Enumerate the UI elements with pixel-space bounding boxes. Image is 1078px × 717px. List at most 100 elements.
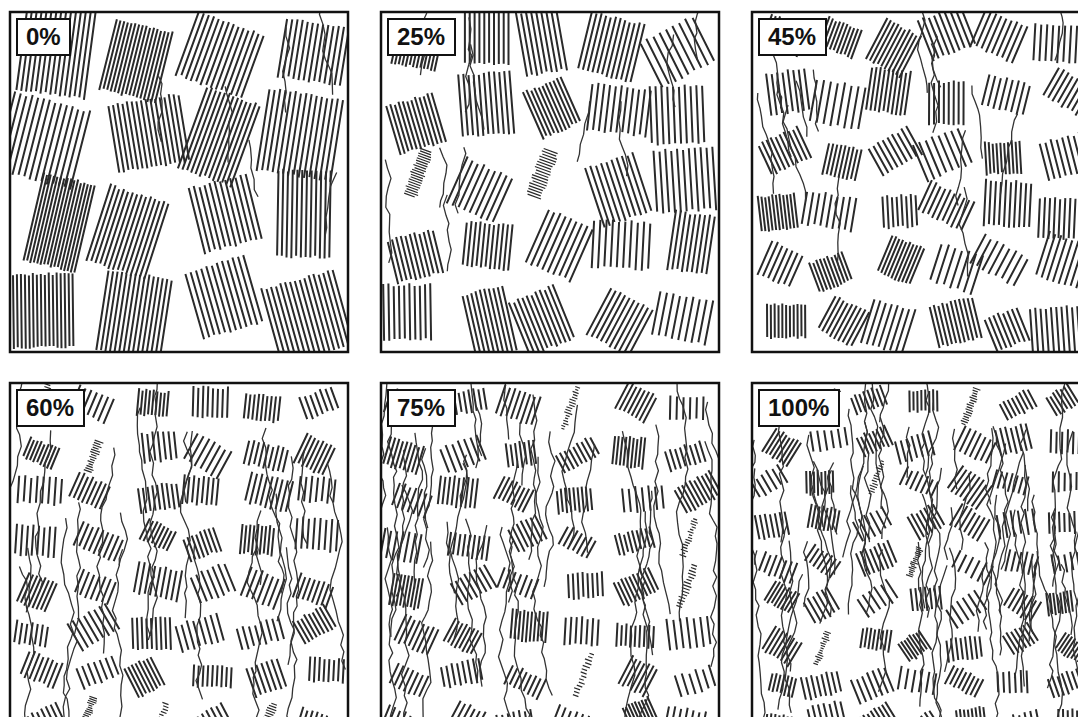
lamella-stack — [856, 540, 897, 577]
lamella-stack — [568, 571, 603, 600]
tie-chain — [783, 105, 806, 201]
tie-chain — [328, 464, 346, 669]
lamella-stack — [587, 83, 651, 138]
lamella-stack — [244, 393, 281, 423]
lamella-stack — [954, 426, 996, 464]
lamella-stack — [930, 298, 982, 348]
lamella-stack — [898, 666, 937, 695]
tie-chain — [276, 494, 287, 622]
tie-chain — [520, 423, 526, 486]
tie-chain — [158, 76, 162, 142]
tie-chain — [1013, 510, 1026, 678]
lamella-stack — [564, 616, 598, 646]
lamella-stack — [961, 388, 981, 425]
lamella-stack — [450, 701, 485, 717]
lamella-stack — [108, 94, 189, 173]
lamella-stack — [189, 174, 262, 254]
tie-chain — [147, 383, 158, 636]
tie-chain — [447, 522, 455, 594]
panel-content — [381, 12, 716, 352]
lamella-stack — [16, 12, 96, 100]
tie-chain — [61, 518, 74, 717]
lamella-stack — [67, 604, 119, 652]
lamella-stack — [13, 272, 73, 349]
lamella-stack — [612, 436, 645, 470]
tie-chain — [619, 101, 628, 176]
tie-chain — [443, 195, 451, 271]
lamella-stack — [96, 271, 171, 352]
tie-chain — [667, 35, 675, 108]
panel-frame — [381, 383, 719, 717]
lamella-stack — [882, 194, 917, 229]
lamella-stack — [178, 88, 260, 188]
lamella-stack — [241, 567, 285, 610]
lamella-stack — [1000, 390, 1037, 421]
lamella-stack — [440, 435, 486, 472]
lamella-stack — [945, 666, 984, 698]
tie-chain — [706, 402, 719, 646]
lamella-stack — [142, 431, 177, 463]
lamella-stack — [1043, 68, 1078, 117]
tie-chain — [249, 140, 258, 197]
lamella-stack — [187, 703, 234, 717]
tie-chain — [879, 550, 890, 692]
lamella-stack — [909, 711, 941, 717]
lamella-stack — [245, 472, 293, 512]
lamella-stack — [857, 579, 897, 617]
lamella-stack — [614, 568, 659, 607]
strain-label-box: 60% — [16, 389, 85, 427]
tie-chain — [622, 431, 652, 655]
tie-chain — [414, 433, 422, 589]
tie-chain — [385, 527, 396, 717]
tie-chain — [1067, 431, 1078, 621]
lamella-stack — [675, 665, 716, 697]
tie-chain — [835, 174, 840, 271]
lamella-stack — [918, 180, 974, 230]
tie-chain — [654, 425, 670, 615]
lamella-stack — [298, 476, 335, 504]
lamella-stack — [808, 701, 846, 717]
lamella-stack — [984, 179, 1031, 228]
lamella-stack — [246, 659, 286, 698]
tie-chain — [582, 444, 595, 552]
lamella-stack — [1008, 709, 1042, 717]
lamella-stack — [80, 696, 97, 717]
lamella-stack — [866, 18, 921, 78]
tie-chain — [255, 511, 262, 585]
tie-chain — [753, 550, 775, 717]
strain-label: 45% — [768, 23, 817, 51]
tie-chain — [529, 395, 537, 560]
tie-chain — [471, 383, 479, 468]
tie-chain — [396, 450, 407, 597]
tie-chain — [922, 494, 932, 617]
lamella-stack — [765, 713, 796, 717]
lamella-stack — [822, 143, 861, 181]
lamella-stack — [810, 80, 866, 129]
tie-chain — [828, 470, 837, 534]
tie-chain — [440, 148, 447, 208]
tie-chain — [194, 545, 203, 699]
lamella-stack — [293, 604, 336, 644]
lamella-stack — [386, 93, 446, 155]
lamella-stack — [193, 386, 228, 418]
tie-chain — [499, 527, 514, 717]
tie-chain — [931, 44, 941, 88]
tie-chain — [953, 429, 958, 489]
tie-chain — [677, 383, 688, 621]
lamella-stack — [309, 657, 344, 684]
tie-chain — [861, 383, 871, 542]
tie-chain — [918, 12, 928, 93]
lamella-stack — [134, 561, 182, 602]
tie-chain — [562, 405, 577, 545]
tie-chain — [1000, 114, 1017, 195]
panel-frame — [381, 12, 719, 352]
lamella-stack — [878, 236, 924, 284]
tie-chain — [1055, 12, 1064, 61]
lamella-stack — [388, 230, 443, 284]
strain-label: 100% — [768, 394, 830, 422]
lamella-stack — [667, 210, 715, 274]
lamella-stack — [918, 12, 975, 61]
lamella-stack — [1051, 429, 1078, 454]
lamella-stack — [84, 440, 104, 472]
